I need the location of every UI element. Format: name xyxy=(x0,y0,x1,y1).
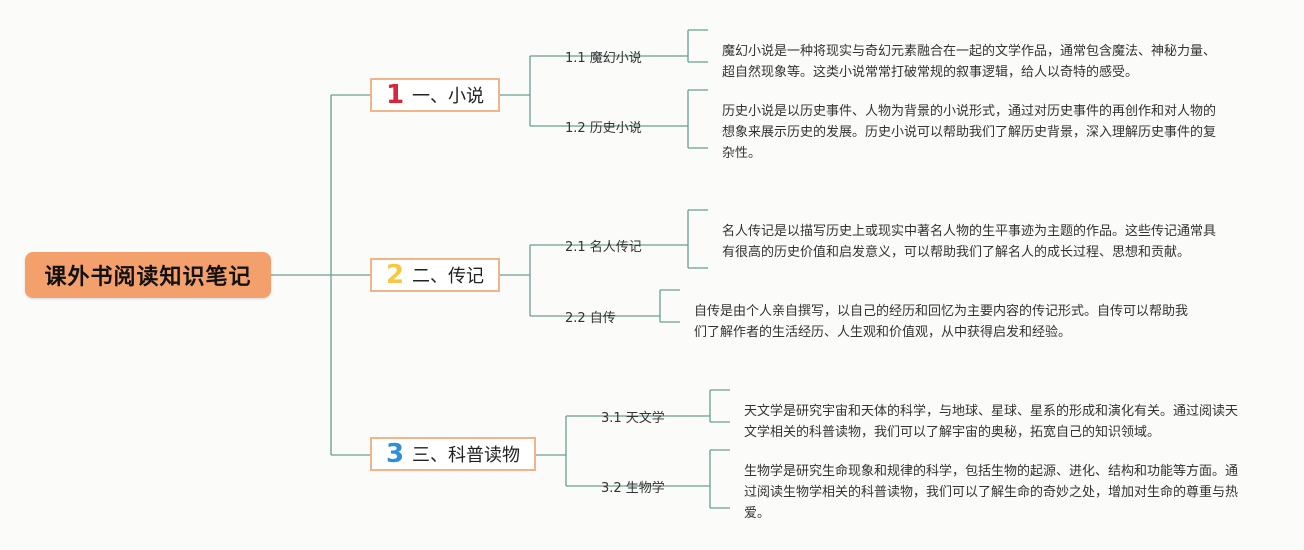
number-1-icon: 1 xyxy=(385,80,405,110)
branch-node-popular-science[interactable]: 3 三、科普读物 xyxy=(370,437,536,471)
sub-node-fantasy-novel[interactable]: 1.1 魔幻小说 xyxy=(565,51,642,66)
number-2-icon: 2 xyxy=(385,260,405,290)
root-title: 课外书阅读知识笔记 xyxy=(44,265,252,290)
note-astronomy: 天文学是研究宇宙和天体的科学，与地球、星球、星系的形成和演化有关。通过阅读天文学… xyxy=(744,404,1239,440)
branch-label: 二、传记 xyxy=(412,266,485,287)
sub-node-celebrity-biography[interactable]: 2.1 名人传记 xyxy=(565,240,642,255)
sub-node-autobiography[interactable]: 2.2 自传 xyxy=(565,311,616,326)
sub-node-historical-novel[interactable]: 1.2 历史小说 xyxy=(565,121,642,136)
sub-node-astronomy[interactable]: 3.1 天文学 xyxy=(601,411,665,426)
branch-node-biography[interactable]: 2 二、传记 xyxy=(370,258,500,292)
note-historical-novel: 历史小说是以历史事件、人物为背景的小说形式，通过对历史事件的再创作和对人物的想象… xyxy=(722,104,1217,161)
root-node[interactable]: 课外书阅读知识笔记 xyxy=(25,252,271,298)
note-biology: 生物学是研究生命现象和规律的科学，包括生物的起源、进化、结构和功能等方面。通过阅… xyxy=(744,464,1239,521)
sub-node-biology[interactable]: 3.2 生物学 xyxy=(601,481,665,496)
note-celebrity-biography: 名人传记是以描写历史上或现实中著名人物的生平事迹为主题的作品。这些传记通常具有很… xyxy=(722,224,1217,260)
branch-label: 三、科普读物 xyxy=(412,445,521,466)
note-autobiography: 自传是由个人亲自撰写，以自己的经历和回忆为主要内容的传记形式。自传可以帮助我们了… xyxy=(694,304,1189,340)
branch-node-novel[interactable]: 1 一、小说 xyxy=(370,78,500,112)
branch-label: 一、小说 xyxy=(412,86,485,107)
number-3-icon: 3 xyxy=(385,439,405,469)
note-fantasy-novel: 魔幻小说是一种将现实与奇幻元素融合在一起的文学作品，通常包含魔法、神秘力量、超自… xyxy=(722,44,1217,80)
